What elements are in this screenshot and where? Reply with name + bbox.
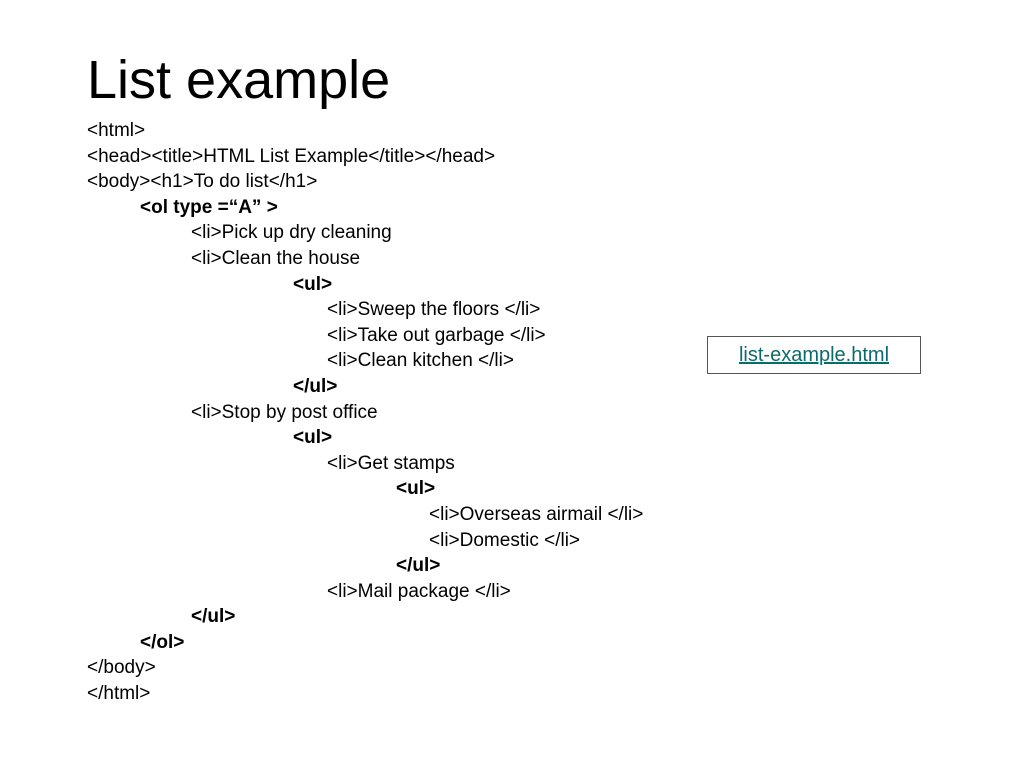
slide-title: List example (87, 50, 391, 110)
code-line: <li>Take out garbage </li> (327, 324, 546, 346)
code-line: <ol type =“A” > (140, 196, 278, 218)
code-line: <html> (87, 120, 146, 141)
code-line: <li>Pick up dry cleaning (191, 222, 392, 244)
code-line: </ul> (396, 555, 441, 577)
code-line: <ul> (293, 427, 333, 449)
code-line: <li>Stop by post office (191, 401, 378, 423)
code-line: </ul> (191, 606, 236, 628)
code-line: </ol> (140, 631, 185, 653)
link-box: list-example.html (707, 336, 921, 374)
code-line: <ul> (396, 478, 436, 500)
code-line: <li>Clean the house (191, 247, 361, 269)
code-line: <li>Domestic </li> (429, 529, 581, 551)
code-line: <ul> (293, 273, 333, 295)
code-line: <head><title>HTML List Example</title></… (87, 145, 496, 167)
code-line: <li>Sweep the floors </li> (327, 299, 541, 321)
code-line: <li>Clean kitchen </li> (327, 350, 514, 372)
code-line: <li>Mail package </li> (327, 580, 511, 602)
code-line: <li>Overseas airmail </li> (429, 503, 644, 525)
code-listing: <html> <head><title>HTML List Example</t… (87, 118, 643, 707)
file-link[interactable]: list-example.html (738, 343, 890, 366)
code-line: </ul> (293, 375, 338, 397)
code-line: </body> (87, 657, 156, 679)
code-line: </html> (87, 683, 151, 705)
code-line: <body><h1>To do list</h1> (87, 171, 318, 193)
code-line: <li>Get stamps (327, 452, 455, 474)
